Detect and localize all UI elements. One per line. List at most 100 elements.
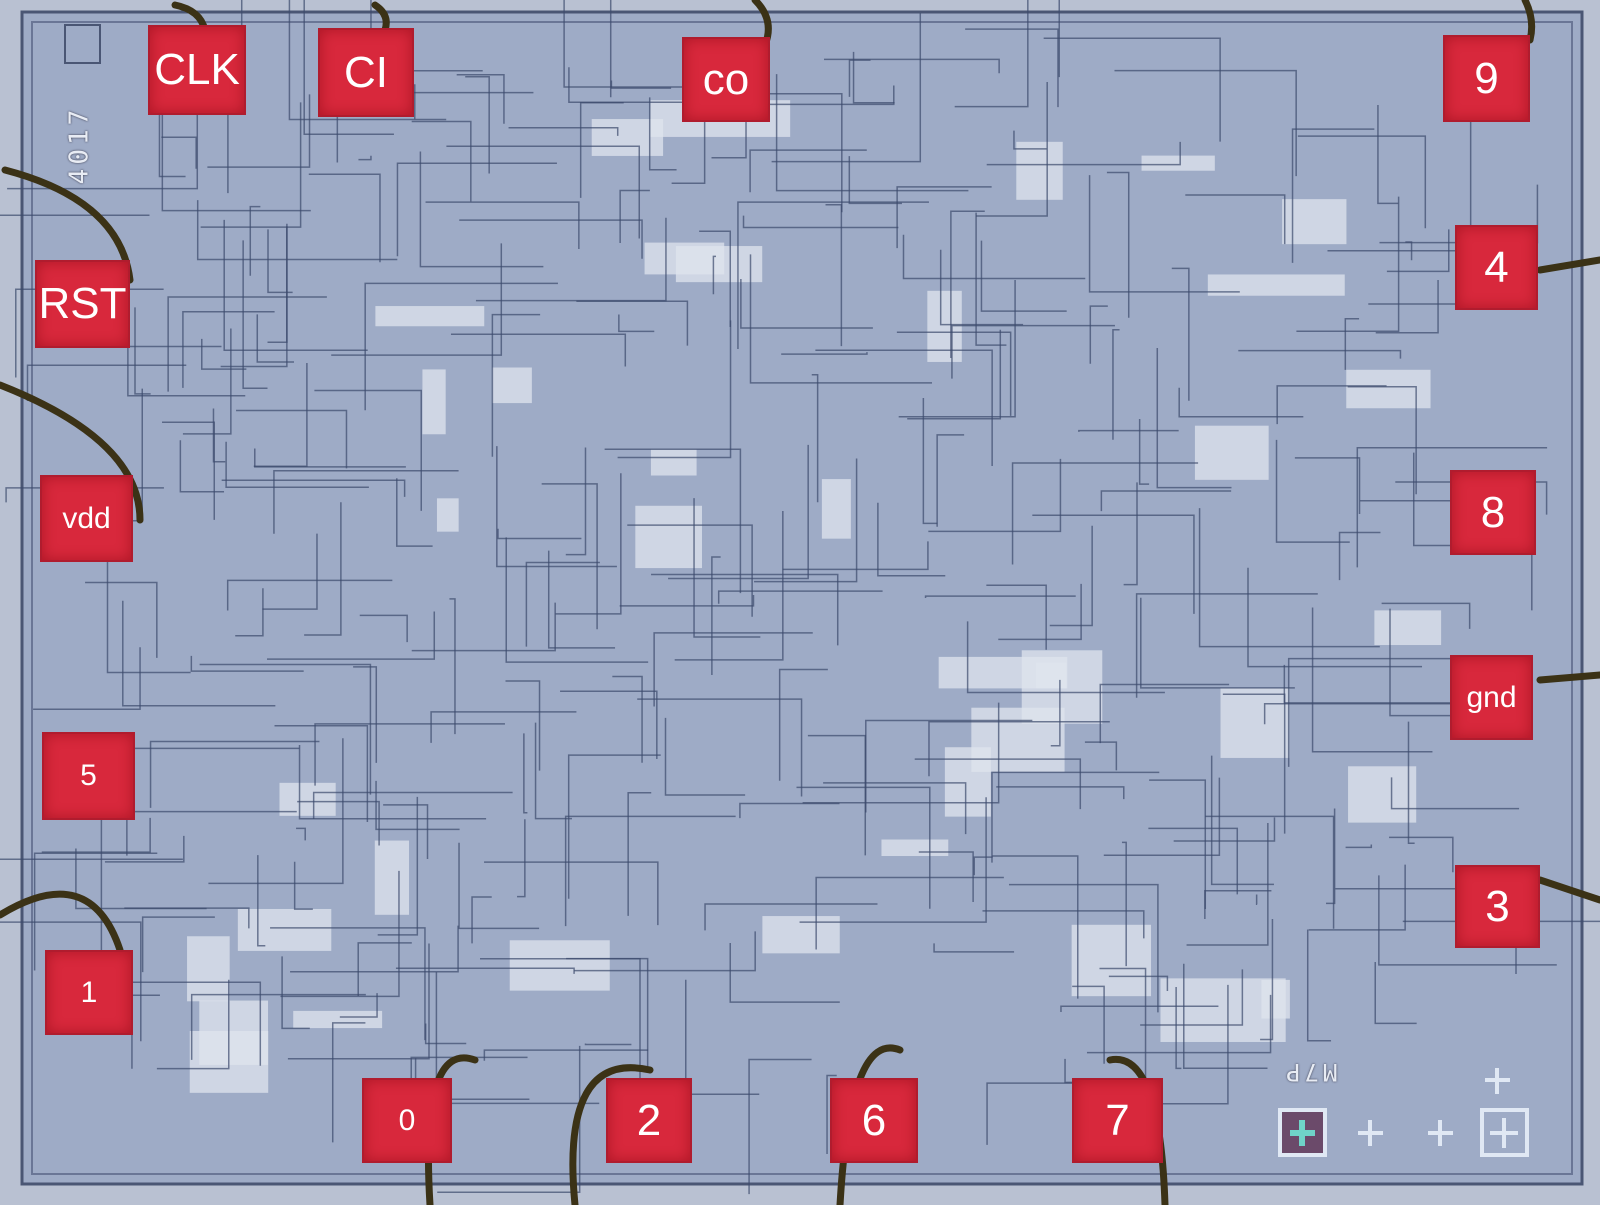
metal-trace	[1108, 975, 1169, 992]
metal-trace	[156, 979, 230, 1070]
metal-trace	[1395, 481, 1548, 515]
metal-trace	[749, 254, 933, 384]
metal-trace	[288, 0, 447, 121]
metal-trace	[852, 51, 895, 104]
metal-trace	[446, 145, 641, 239]
metal-trace	[297, 800, 380, 846]
metal-trace	[713, 85, 895, 106]
logo-square	[64, 24, 101, 64]
pad-label: 9	[1474, 53, 1499, 103]
metal-trace	[179, 440, 225, 493]
pad-label: RST	[38, 279, 127, 328]
metal-trace	[775, 74, 969, 192]
pad-2: 2	[606, 1078, 692, 1163]
metal-block	[1374, 610, 1442, 646]
pad-6: 6	[830, 1078, 918, 1163]
metal-trace	[505, 680, 541, 771]
metal-trace	[1291, 128, 1375, 263]
metal-trace	[815, 349, 993, 466]
metal-trace	[508, 126, 619, 136]
metal-trace	[124, 907, 250, 929]
metal-trace	[1294, 457, 1361, 515]
pad-7: 7	[1072, 1078, 1163, 1163]
metal-trace	[1386, 229, 1450, 273]
metal-trace	[236, 409, 348, 469]
metal-trace	[823, 782, 967, 835]
metal-trace	[104, 835, 185, 863]
pad-label: 2	[636, 1095, 662, 1145]
metal-trace	[517, 819, 526, 898]
metal-trace	[1183, 963, 1268, 1069]
metal-trace	[458, 842, 540, 930]
metal-trace	[425, 201, 580, 249]
metal-trace	[267, 223, 288, 343]
metal-trace	[1106, 171, 1130, 318]
metal-trace	[951, 324, 1115, 379]
metal-trace	[896, 186, 992, 249]
metal-trace	[547, 550, 616, 649]
metal-trace	[1287, 657, 1460, 767]
metal-trace	[364, 282, 558, 411]
metal-trace	[1078, 429, 1179, 432]
metal-trace	[1263, 703, 1456, 725]
metal-trace	[267, 229, 293, 294]
metal-trace	[1121, 841, 1127, 967]
metal-trace	[419, 151, 544, 268]
metal-trace	[465, 76, 490, 174]
pad-label: 1	[80, 975, 98, 1009]
metal-trace	[1135, 593, 1318, 698]
metal-block	[237, 908, 332, 951]
metal-trace	[1204, 890, 1272, 919]
metal-block	[1141, 155, 1215, 171]
metal-trace	[33, 647, 141, 710]
metal-trace	[576, 300, 689, 346]
metal-trace	[125, 981, 262, 1066]
metal-block	[971, 707, 1065, 772]
metal-trace	[85, 581, 158, 658]
pad-label: 8	[1480, 487, 1506, 537]
metal-trace	[226, 579, 393, 611]
metal-trace	[782, 541, 929, 571]
metal-trace	[704, 903, 878, 931]
metal-block	[1194, 425, 1269, 480]
metal-trace	[1140, 597, 1295, 689]
metal-trace	[1138, 419, 1150, 485]
metal-trace	[106, 555, 191, 674]
metal-trace	[134, 307, 151, 395]
metal-trace	[26, 364, 187, 402]
metal-trace	[1013, 130, 1047, 150]
metal-trace	[496, 446, 617, 568]
metal-trace	[748, 1058, 812, 1195]
pad-co: co	[682, 37, 770, 122]
pad-8: 8	[1450, 470, 1536, 555]
metal-trace	[996, 786, 1125, 800]
metal-trace	[1103, 777, 1221, 857]
metal-block	[591, 119, 664, 156]
pad-label: 6	[861, 1095, 887, 1145]
metal-trace	[986, 1082, 1087, 1145]
metal-trace	[262, 533, 318, 610]
metal-trace	[1175, 987, 1182, 1070]
metal-trace	[296, 827, 306, 841]
metal-block	[492, 367, 532, 404]
metal-trace	[982, 910, 1145, 939]
metal-trace	[1205, 815, 1335, 929]
pad-label: 0	[398, 1103, 416, 1137]
metal-trace	[0, 921, 142, 1042]
metal-trace	[314, 723, 505, 786]
metal-block	[650, 449, 697, 476]
metal-trace	[212, 408, 226, 463]
metal-trace	[1210, 755, 1274, 886]
metal-trace	[609, 0, 612, 98]
metal-trace	[221, 479, 406, 497]
metal-trace	[740, 279, 873, 329]
metal-trace	[314, 389, 422, 511]
metal-trace	[33, 852, 158, 971]
metal-trace	[1032, 514, 1195, 614]
metal-trace	[567, 754, 661, 899]
pad-0: 0	[362, 1078, 452, 1163]
metal-trace	[617, 320, 732, 459]
metal-block	[1160, 978, 1286, 1042]
metal-trace	[339, 993, 378, 1018]
pad-label: 3	[1485, 881, 1510, 931]
